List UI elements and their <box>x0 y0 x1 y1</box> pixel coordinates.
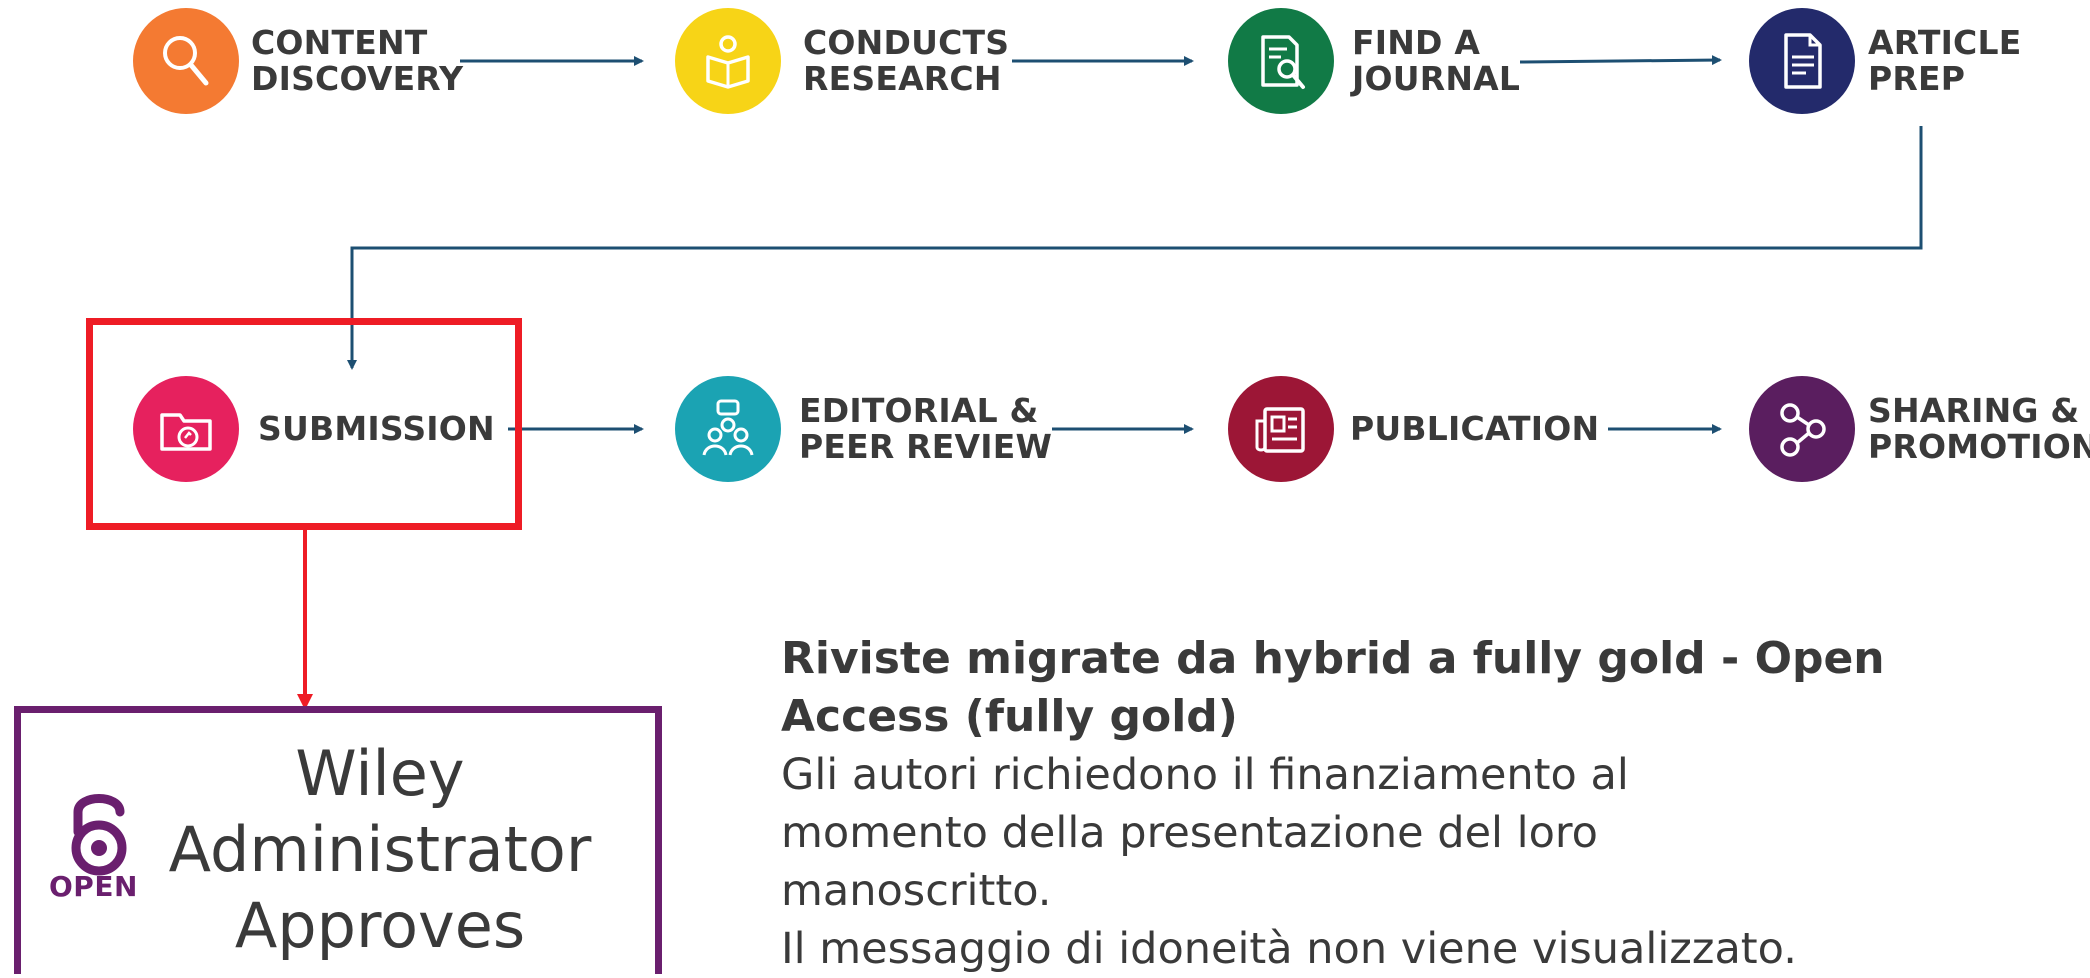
publication-circle <box>1228 376 1334 482</box>
newspaper-icon <box>1255 407 1305 453</box>
info-line-1: Gli autori richiedono il finanziamento a… <box>781 750 1629 800</box>
info-text-block: Riviste migrate da hybrid a fully gold -… <box>781 630 2061 978</box>
sharing-promotion-circle <box>1749 376 1855 482</box>
find-journal-circle <box>1228 8 1334 114</box>
submission-circle <box>133 376 239 482</box>
open-access-label: OPEN <box>49 870 138 903</box>
document-search-icon <box>1261 35 1305 89</box>
reader-book-icon <box>706 35 750 89</box>
document-icon <box>1784 33 1822 89</box>
info-line-4: Il messaggio di idoneità non viene visua… <box>781 924 1797 974</box>
step-label-sharing-promotion: SHARING &PROMOTION <box>1868 391 2090 466</box>
content-discovery-circle <box>133 8 239 114</box>
submission-highlight-box <box>86 318 522 530</box>
info-title-line-1: Riviste migrate da hybrid a fully gold -… <box>781 633 1885 684</box>
step-label-editorial-review: EDITORIAL &PEER REVIEW <box>799 391 1053 466</box>
arrow-journal-to-prep <box>1519 55 1722 66</box>
step-label-publication: PUBLICATION <box>1350 409 1600 448</box>
info-title-line-2: Access (fully gold) <box>781 691 1238 742</box>
wiley-admin-box <box>14 706 662 974</box>
editorial-review-circle <box>675 376 781 482</box>
arrow-prep-to-submission <box>347 126 1923 370</box>
wiley-admin-text: Wiley Administrator Approves <box>160 736 600 964</box>
magnifier-icon <box>163 36 209 86</box>
open-access-lock-icon <box>71 794 127 876</box>
wiley-line-2: Administrator <box>168 813 592 886</box>
article-prep-circle <box>1749 8 1855 114</box>
info-line-3: manoscritto. <box>781 866 1052 916</box>
info-line-2: momento della presentazione del loro <box>781 808 1598 858</box>
conducts-research-circle <box>675 8 781 114</box>
wiley-line-1: Wiley <box>295 737 465 810</box>
step-label-submission: SUBMISSION <box>258 409 495 448</box>
wiley-line-3: Approves <box>234 889 526 962</box>
folder-icon <box>160 413 212 451</box>
people-chat-icon <box>702 399 754 456</box>
share-icon <box>1780 403 1826 457</box>
